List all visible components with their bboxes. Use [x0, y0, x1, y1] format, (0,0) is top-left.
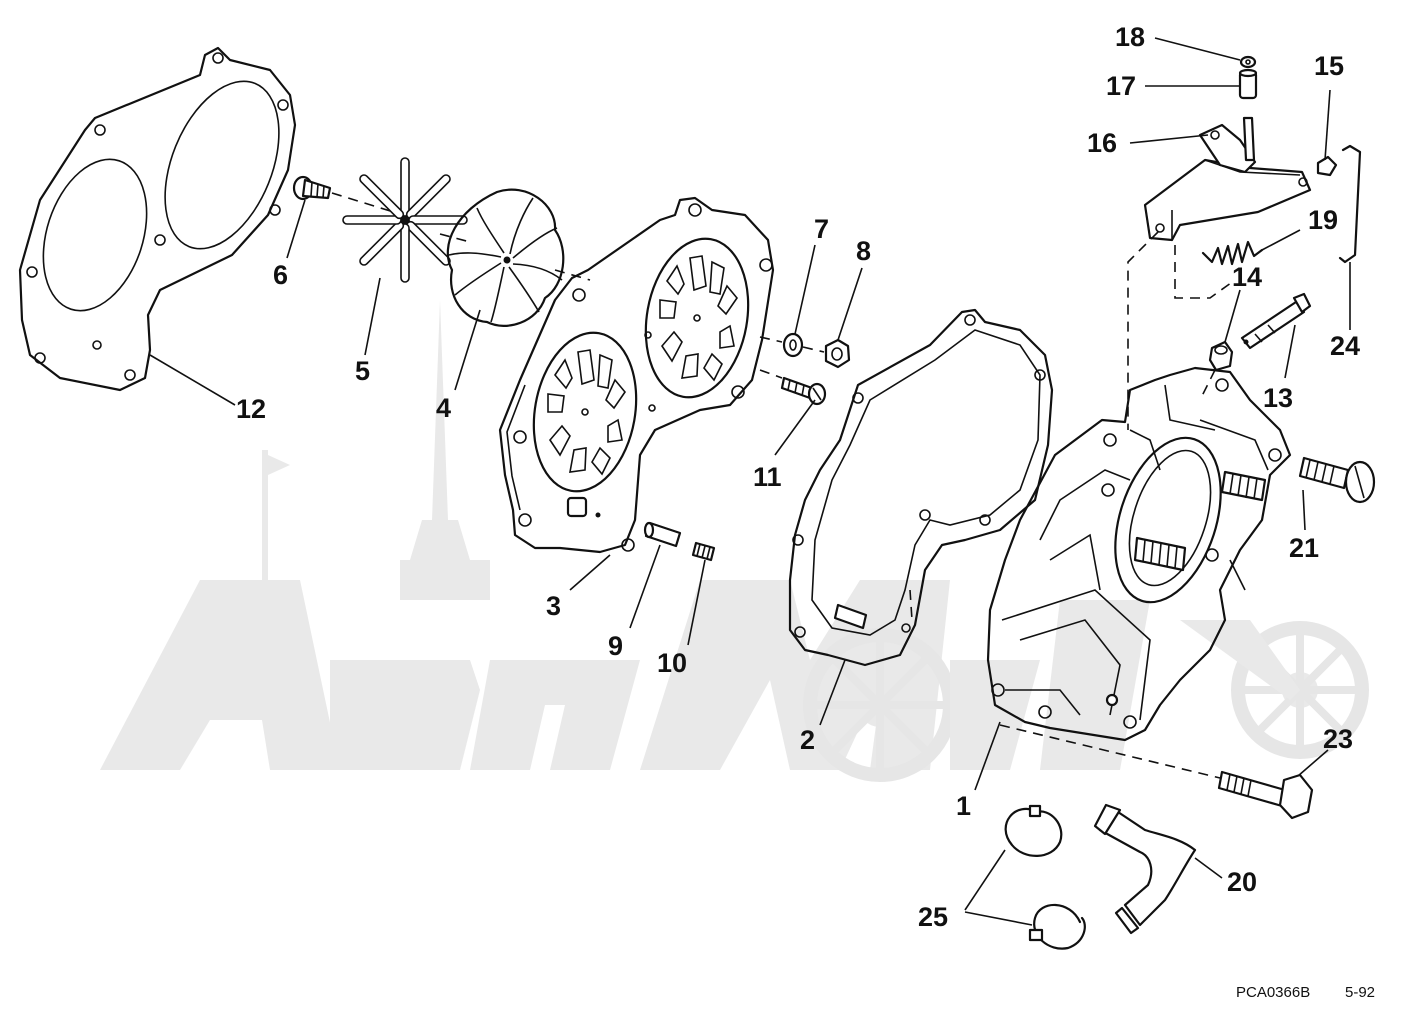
figure-code: PCA0366B	[1236, 984, 1311, 1001]
part-11-screw	[759, 369, 827, 406]
callout-4: 4	[436, 393, 452, 423]
part-14-bushing	[1208, 340, 1234, 372]
callout-8: 8	[856, 236, 872, 266]
callout-25: 25	[918, 902, 949, 932]
callout-19: 19	[1308, 205, 1339, 235]
callout-1: 1	[956, 791, 972, 821]
callout-6: 6	[273, 260, 289, 290]
callout-9: 9	[608, 631, 624, 661]
callout-18: 18	[1115, 22, 1146, 52]
part-3-pump-plate	[498, 196, 775, 554]
part-20-hose	[1093, 803, 1197, 935]
part-6-screw	[292, 175, 401, 215]
callout-5: 5	[355, 356, 371, 386]
part-17-spacer	[1238, 68, 1258, 100]
part-8-nut	[759, 336, 851, 369]
callout-16: 16	[1087, 128, 1118, 158]
part-9-dowel	[643, 521, 682, 548]
callout-20: 20	[1227, 867, 1258, 897]
callout-11: 11	[753, 462, 782, 492]
callout-21: 21	[1289, 533, 1320, 563]
callout-3: 3	[546, 591, 562, 621]
part-1-pump-body	[986, 366, 1292, 742]
callout-12: 12	[236, 394, 267, 424]
callout-13: 13	[1263, 383, 1294, 413]
part-25-clamp-upper	[1004, 804, 1063, 857]
part-23-bolt	[999, 724, 1314, 820]
part-2-gasket	[788, 308, 1054, 667]
callout-24: 24	[1330, 331, 1361, 361]
callout-10: 10	[657, 648, 688, 678]
callout-2: 2	[800, 725, 816, 755]
part-4-flower-valve	[446, 188, 591, 327]
part-5-star-valve	[342, 157, 471, 283]
callout-17: 17	[1106, 71, 1137, 101]
callout-15: 15	[1314, 51, 1345, 81]
part-16-lever	[1143, 116, 1312, 242]
part-7-washer	[782, 332, 804, 358]
part-15-cap	[1316, 155, 1338, 177]
part-12-gasket	[18, 46, 297, 392]
watermark-logo	[100, 300, 1369, 782]
part-13-pin	[1240, 292, 1312, 350]
leader-lines	[149, 37, 1351, 926]
part-24-rod	[1338, 144, 1362, 264]
part-19-spring	[1201, 229, 1301, 266]
part-25-clamp-lower	[1028, 903, 1086, 950]
part-21-screw	[1298, 456, 1376, 504]
figure-date: 5-92	[1345, 984, 1376, 1001]
callout-23: 23	[1323, 724, 1354, 754]
part-10-plug	[691, 541, 716, 562]
part-18-nut	[1239, 55, 1257, 69]
callout-14: 14	[1232, 262, 1263, 292]
callout-7: 7	[814, 214, 830, 244]
